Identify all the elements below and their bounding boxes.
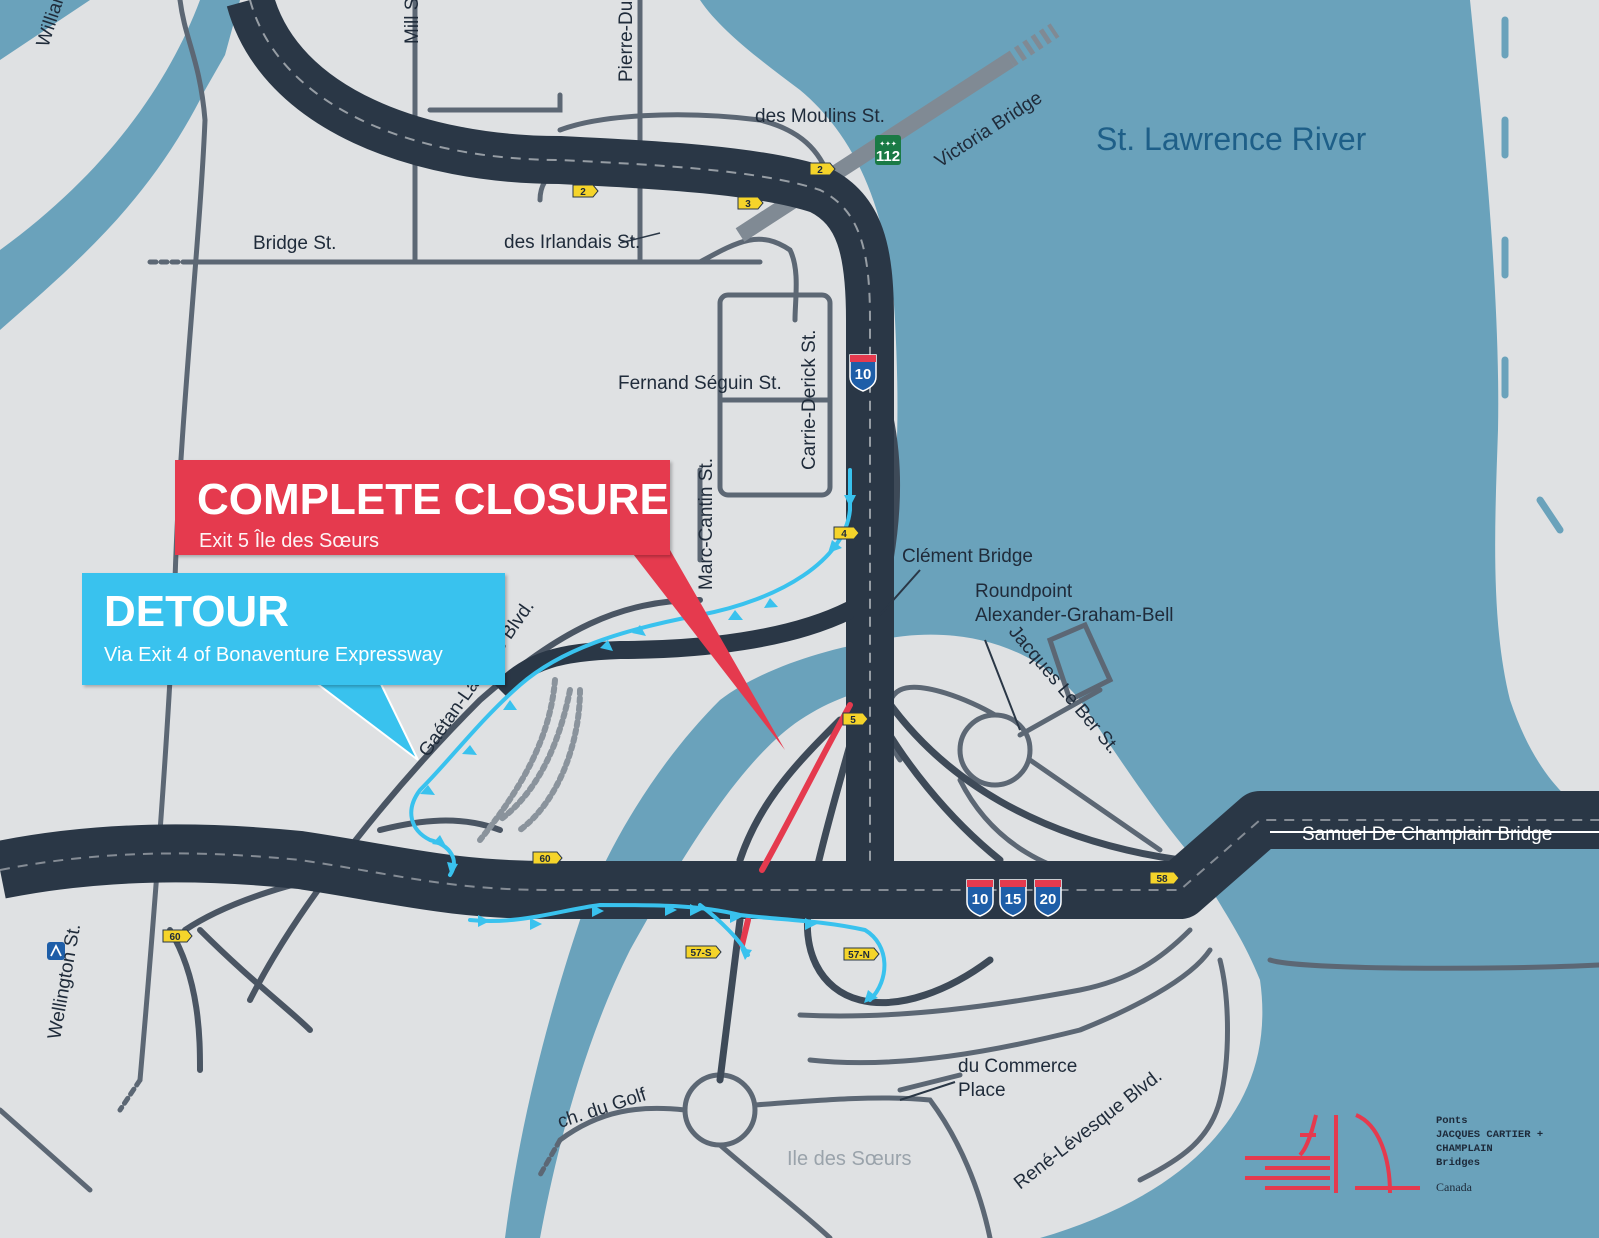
highway-10	[226, 0, 894, 900]
street-mill: Mill S	[402, 0, 423, 44]
svg-text:10: 10	[972, 891, 989, 908]
samuel-de-champlain-label: Samuel De Champlain Bridge	[1302, 824, 1552, 845]
street-fernand-seguin: Fernand Séguin St.	[618, 373, 782, 394]
exit-badge-label: 2	[580, 187, 586, 198]
canal-left	[0, 0, 90, 60]
exit-badge-label: 57-S	[690, 948, 711, 959]
svg-text:Ponts: Ponts	[1436, 1115, 1468, 1127]
svg-text:CHAMPLAIN: CHAMPLAIN	[1436, 1143, 1493, 1155]
svg-text:JACQUES CARTIER +: JACQUES CARTIER +	[1436, 1129, 1543, 1141]
river-label: St. Lawrence River	[1096, 121, 1367, 157]
street-pierre-du: Pierre-Du	[616, 1, 637, 82]
exit-badges: 2 2 3 4 5 60 60 58 57-S 57-N	[162, 162, 1180, 961]
route-112-shield: ✦✦✦ 112	[875, 135, 901, 165]
exit-4-ramp	[493, 601, 855, 697]
exit-badge: 4	[833, 526, 860, 540]
exit-badge: 5	[842, 712, 869, 726]
a20-shield: 20	[1034, 879, 1062, 917]
exit-badge: 57-S	[685, 945, 722, 959]
a15-shield: 15	[999, 879, 1027, 917]
exit-badge: 57-N	[843, 947, 880, 961]
svg-text:15: 15	[1005, 891, 1022, 908]
exit-badge: 60	[532, 851, 563, 865]
exit-badge-label: 58	[1156, 874, 1168, 885]
svg-text:Bridges: Bridges	[1436, 1157, 1480, 1169]
closure-pointer	[630, 550, 785, 750]
exit-badge: 58	[1149, 871, 1180, 885]
detour-subtitle: Via Exit 4 of Bonaventure Expressway	[104, 644, 443, 666]
du-commerce-label-1: du Commerce	[958, 1056, 1077, 1077]
canal	[0, 0, 240, 330]
exit-badge-label: 5	[850, 715, 856, 726]
river-channel	[505, 640, 890, 1238]
street-marc-cantin: Marc-Cantin St.	[696, 458, 717, 590]
closed-exit-5-south	[739, 917, 751, 948]
commerce-leader	[899, 1081, 956, 1101]
exit-badge-label: 2	[817, 165, 823, 176]
exit-badge-label: 4	[841, 529, 847, 540]
svg-text:112: 112	[876, 148, 900, 165]
roundpoint-leader	[984, 639, 1021, 731]
seaway-dashes	[1501, 16, 1564, 534]
detour-callout: DETOUR Via Exit 4 of Bonaventure Express…	[82, 573, 505, 685]
exit-badge-label: 60	[169, 932, 181, 943]
clement-bridge-label: Clément Bridge	[902, 546, 1033, 567]
svg-text:Canada: Canada	[1436, 1180, 1473, 1194]
exit-badge-label: 60	[539, 854, 551, 865]
island-streets	[537, 621, 1599, 1238]
irlandais-leader	[619, 232, 661, 244]
detour-arrows	[420, 495, 878, 1003]
roundpoint-label-1: Roundpoint	[975, 581, 1073, 602]
ramps-west	[167, 597, 703, 1073]
closure-subtitle: Exit 5 Île des Sœurs	[199, 530, 380, 552]
street-bridge: Bridge St.	[253, 233, 336, 254]
svg-text:20: 20	[1040, 891, 1057, 908]
street-des-moulins: des Moulins St.	[755, 106, 885, 127]
a10-shield-north: 10	[849, 354, 877, 392]
highway-15-20	[0, 791, 1599, 919]
exit-badge: 3	[737, 196, 764, 210]
complete-closure-callout: COMPLETE CLOSURE Exit 5 Île des Sœurs	[175, 460, 670, 555]
du-commerce-label-2: Place	[958, 1080, 1006, 1101]
exit-badge: 60	[162, 929, 193, 943]
ile-des-soeurs-label: Ile des Sœurs	[787, 1148, 911, 1170]
street-carrie-derick: Carrie-Derick St.	[799, 330, 820, 470]
closure-title: COMPLETE CLOSURE	[197, 475, 669, 524]
street-des-irlandais: des Irlandais St.	[504, 232, 640, 253]
st-lawrence-river	[700, 0, 1599, 1238]
exit-badge: 2	[809, 162, 836, 176]
exit-badge: 2	[572, 184, 599, 198]
jccbi-logo: Ponts JACQUES CARTIER + CHAMPLAIN Bridge…	[1245, 1113, 1543, 1194]
roundpoint-label-2: Alexander-Graham-Bell	[975, 605, 1174, 626]
exit-badge-label: 57-N	[848, 950, 870, 961]
metro-icon	[47, 942, 65, 960]
detour-title: DETOUR	[104, 587, 289, 636]
svg-text:✦✦✦: ✦✦✦	[879, 140, 897, 148]
closed-exit-5	[759, 702, 853, 873]
exit-badge-label: 3	[745, 199, 751, 210]
a10-shield-south: 10	[966, 879, 994, 917]
svg-text:10: 10	[855, 366, 872, 383]
east-bank	[1470, 0, 1599, 820]
clement-bridge-leader	[879, 569, 921, 616]
